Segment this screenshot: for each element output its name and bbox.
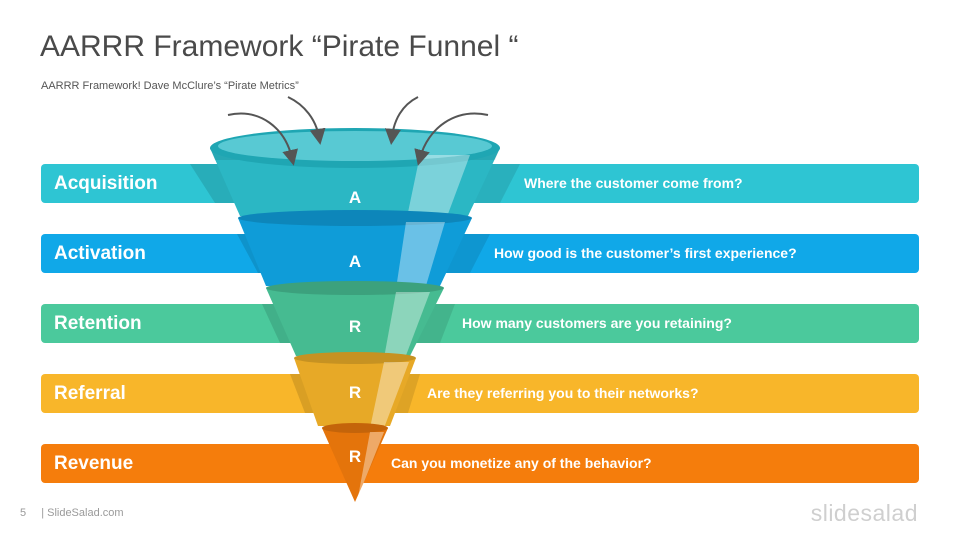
stage-question-acquisition: Where the customer come from? [524, 175, 743, 191]
stage-letter-activation: A [349, 252, 361, 271]
page-number: 5 [20, 507, 27, 519]
footer-site: | SlideSalad.com [41, 507, 124, 519]
inflow-arrow-2 [287, 96, 326, 145]
stage-letter-acquisition: A [349, 188, 361, 207]
funnel-rim-referral [294, 352, 416, 364]
stage-letter-referral: R [349, 383, 361, 402]
funnel-rim-revenue [322, 423, 388, 433]
funnel-highlight-revenue [358, 432, 384, 497]
funnel-rim-activation [238, 210, 472, 226]
funnel-rim-retention [266, 281, 444, 295]
stage-letter-revenue: R [349, 447, 361, 466]
stage-label-retention: Retention [54, 313, 142, 334]
funnel-segment-activation [238, 218, 472, 286]
stage-letter-retention: R [349, 317, 361, 336]
slide-title: AARRR Framework “Pirate Funnel “ [40, 30, 519, 63]
funnel-segment-revenue [322, 428, 388, 502]
stage-bar-referral [41, 374, 919, 413]
stage-bar-revenue [41, 444, 919, 483]
funnel-segment-retention [266, 288, 444, 356]
funnel-highlight-retention [384, 292, 430, 358]
slide-footer: 5 | SlideSalad.com [20, 507, 136, 519]
stage-question-referral: Are they referring you to their networks… [427, 385, 699, 401]
stage-question-activation: How good is the customer’s first experie… [494, 245, 797, 261]
funnel-highlight-acquisition [406, 155, 470, 222]
stage-label-acquisition: Acquisition [54, 173, 158, 194]
slide-subtitle: AARRR Framework! Dave McClure’s “Pirate … [41, 80, 299, 92]
funnel-highlight-activation [396, 222, 445, 289]
funnel-highlight-referral [370, 362, 409, 428]
inflow-arrow-3 [384, 96, 419, 145]
inflow-arrow-4 [414, 112, 489, 166]
stage-label-activation: Activation [54, 243, 146, 264]
stage-label-referral: Referral [54, 383, 126, 404]
stage-bar-retention [41, 304, 919, 343]
stage-question-retention: How many customers are you retaining? [462, 315, 732, 331]
stage-question-revenue: Can you monetize any of the behavior? [391, 455, 652, 471]
stage-bar-activation [41, 234, 919, 273]
inflow-arrow-1 [227, 112, 298, 166]
funnel-segment-referral [294, 358, 416, 426]
brand-logo: slidesalad [810, 500, 918, 526]
stage-label-revenue: Revenue [54, 453, 134, 474]
